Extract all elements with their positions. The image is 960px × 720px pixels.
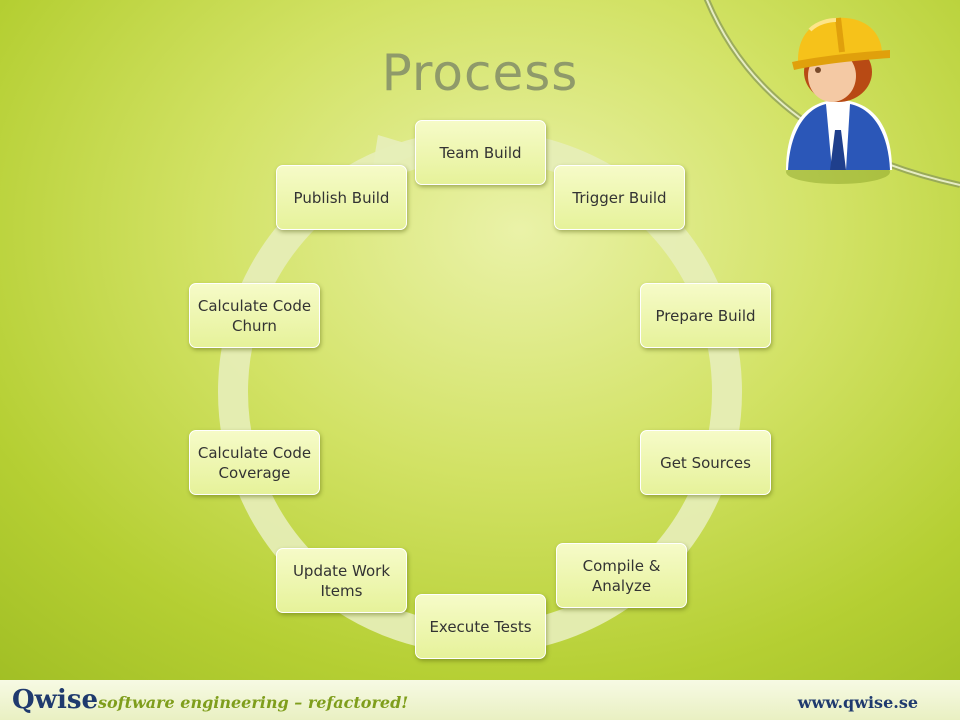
cycle-arrowhead-icon bbox=[372, 135, 428, 172]
step-trigger-build: Trigger Build bbox=[554, 165, 685, 230]
step-label-line: Compile & bbox=[582, 556, 661, 575]
step-label-line: Items bbox=[320, 581, 363, 600]
step-label-line: Calculate Code bbox=[197, 443, 312, 462]
step-label-line: Update Work bbox=[292, 561, 391, 580]
tagline: software engineering – refactored! bbox=[98, 693, 409, 712]
step-label-line: Publish Build bbox=[293, 188, 390, 207]
step-get-sources: Get Sources bbox=[640, 430, 771, 495]
step-execute-tests: Execute Tests bbox=[415, 594, 546, 659]
step-label: Get Sources bbox=[660, 453, 751, 473]
step-label-line: Analyze bbox=[591, 576, 652, 595]
step-label-line: Prepare Build bbox=[655, 306, 756, 325]
step-label-line: Coverage bbox=[218, 463, 291, 482]
step-label: Execute Tests bbox=[429, 617, 531, 637]
footer-bar: Qwise software engineering – refactored!… bbox=[0, 680, 960, 720]
slide-title: Process bbox=[381, 44, 579, 102]
step-label-line: Trigger Build bbox=[572, 188, 667, 207]
step-team-build: Team Build bbox=[415, 120, 546, 185]
website-link[interactable]: www.qwise.se bbox=[797, 693, 918, 712]
step-label-line: Churn bbox=[232, 316, 277, 335]
step-label-line: Get Sources bbox=[660, 453, 751, 472]
step-label: Compile &Analyze bbox=[583, 556, 661, 596]
step-label-line: Calculate Code bbox=[197, 296, 312, 315]
brand-logo-text: Qwise bbox=[12, 685, 99, 715]
step-label: Team Build bbox=[439, 143, 521, 163]
step-publish-build: Publish Build bbox=[276, 165, 407, 230]
step-prepare-build: Prepare Build bbox=[640, 283, 771, 348]
step-label-line: Execute Tests bbox=[429, 617, 532, 636]
step-label: Publish Build bbox=[294, 188, 390, 208]
step-label: Trigger Build bbox=[572, 188, 666, 208]
step-label-line: Team Build bbox=[439, 143, 522, 162]
step-compile-analyze: Compile &Analyze bbox=[556, 543, 687, 608]
construction-worker-icon bbox=[786, 17, 892, 184]
step-label: Prepare Build bbox=[655, 306, 755, 326]
